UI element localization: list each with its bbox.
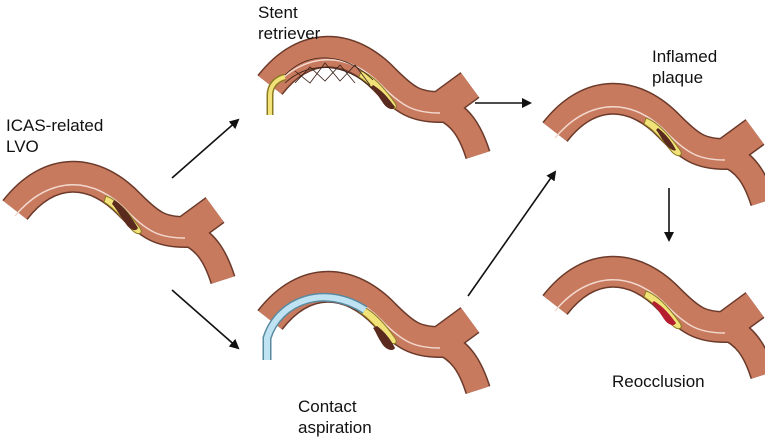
label-icas-line2: LVO	[6, 137, 39, 156]
thrombus-icon	[373, 326, 395, 350]
label-icas-line1: ICAS-related	[6, 116, 104, 135]
arrow-right-icon	[171, 118, 240, 179]
reocclusion-thrombus-icon	[652, 301, 676, 326]
vessel-icas-lvo	[15, 177, 223, 280]
microcatheter-icon	[266, 73, 287, 115]
thrombus-icon	[112, 200, 138, 231]
thrombus-icon	[371, 85, 395, 110]
label-stent-retriever: Stent retriever	[258, 2, 320, 44]
label-reocclusion-text: Reocclusion	[612, 372, 705, 391]
arrow-right-icon	[467, 170, 557, 297]
vessel-inflamed-plaque	[555, 99, 763, 202]
label-inflamed-line1: Inflamed	[652, 47, 718, 66]
vessel-reocclusion	[555, 272, 763, 375]
label-inflamed-line2: plaque	[652, 68, 704, 87]
label-stent-line2: retriever	[258, 24, 321, 43]
aspiration-catheter-icon	[262, 292, 368, 360]
inflammation-icon	[656, 128, 676, 151]
label-icas-related-lvo: ICAS-related LVO	[6, 115, 103, 157]
label-inflamed-plaque: Inflamed plaque	[652, 46, 717, 88]
label-contact-line2: aspiration	[298, 418, 372, 437]
stent-mesh-icon	[284, 57, 374, 90]
label-contact-line1: Contact	[298, 397, 357, 416]
label-reocclusion: Reocclusion	[612, 371, 705, 392]
vessel-stent-retriever	[270, 52, 478, 155]
vessel-contact-aspiration	[267, 287, 478, 390]
label-stent-line1: Stent	[258, 3, 298, 22]
arrow-right-icon	[171, 289, 240, 350]
label-contact-aspiration: Contact aspiration	[298, 396, 372, 438]
